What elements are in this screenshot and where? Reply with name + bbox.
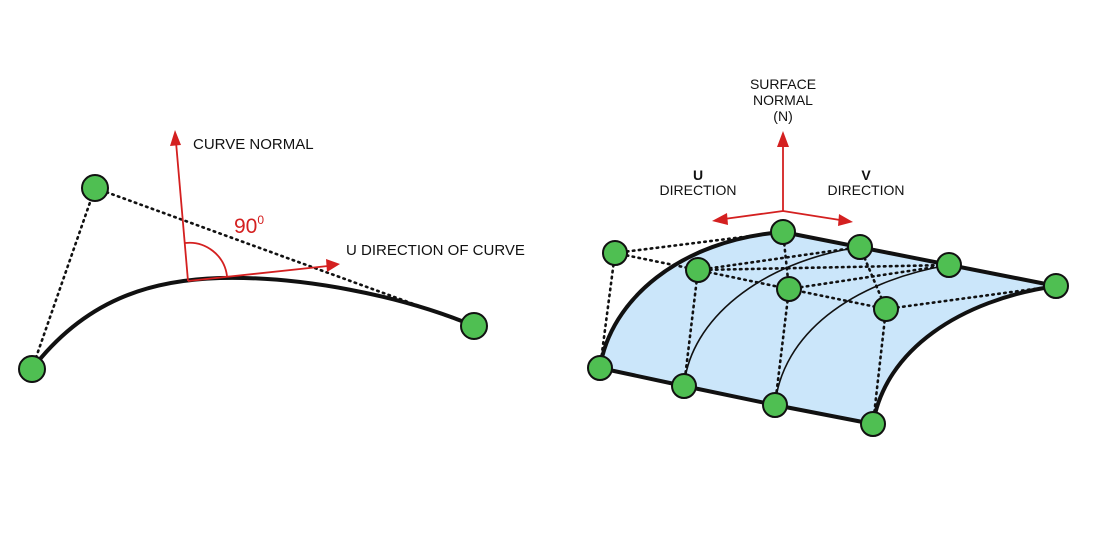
surface-edge-left bbox=[598, 230, 785, 370]
surface-iso-curve bbox=[774, 264, 950, 406]
surface-control-point bbox=[873, 296, 899, 322]
surface-v-direction-label: DIRECTION bbox=[828, 182, 905, 198]
curve-panel: CURVE NORMAL 900 U DIRECTION OF CURVE bbox=[18, 130, 525, 383]
surface-v-label: V bbox=[861, 167, 871, 183]
surface-control-point bbox=[685, 257, 711, 283]
curve-normal-label: CURVE NORMAL bbox=[193, 136, 314, 153]
right-angle-arc bbox=[184, 241, 228, 277]
surface-edge-right bbox=[871, 284, 1058, 426]
degree-mark: 0 bbox=[257, 213, 264, 227]
surface-u-label: U bbox=[693, 167, 703, 183]
surface-control-point bbox=[860, 411, 886, 437]
curve-control-point bbox=[81, 174, 109, 202]
surface-u-direction-arrow bbox=[712, 210, 784, 225]
angle-label: 900 bbox=[234, 213, 264, 238]
curve-u-direction-arrow bbox=[187, 259, 340, 282]
surface-control-point bbox=[936, 252, 962, 278]
surface-control-point bbox=[671, 373, 697, 399]
surface-edge-front bbox=[598, 366, 875, 426]
surface-u-direction-label: DIRECTION bbox=[660, 182, 737, 198]
surface-control-point bbox=[1043, 273, 1069, 299]
surface-control-point bbox=[762, 392, 788, 418]
surface-v-direction-arrow bbox=[782, 210, 853, 226]
nurbs-curve bbox=[30, 275, 476, 371]
surface-control-point bbox=[776, 276, 802, 302]
surface-normal-arrow bbox=[777, 131, 789, 211]
nurbs-surface-patch bbox=[600, 232, 1056, 424]
surface-normal-label-line2: NORMAL bbox=[753, 92, 813, 108]
surface-normal-label-n: (N) bbox=[773, 108, 792, 124]
surface-control-point bbox=[602, 240, 628, 266]
curve-control-point bbox=[460, 312, 488, 340]
surface-control-point bbox=[587, 355, 613, 381]
curve-normal-arrow bbox=[170, 130, 189, 282]
surface-panel: SURFACE NORMAL (N) U DIRECTION V DIRECTI… bbox=[587, 76, 1069, 437]
curve-control-point bbox=[18, 355, 46, 383]
surface-edge-back bbox=[781, 230, 1058, 288]
surface-control-point bbox=[770, 219, 796, 245]
surface-control-point bbox=[847, 234, 873, 260]
surface-iso-curve bbox=[683, 246, 861, 387]
u-direction-of-curve-label: U DIRECTION OF CURVE bbox=[346, 242, 525, 259]
surface-normal-label-line1: SURFACE bbox=[750, 76, 816, 92]
